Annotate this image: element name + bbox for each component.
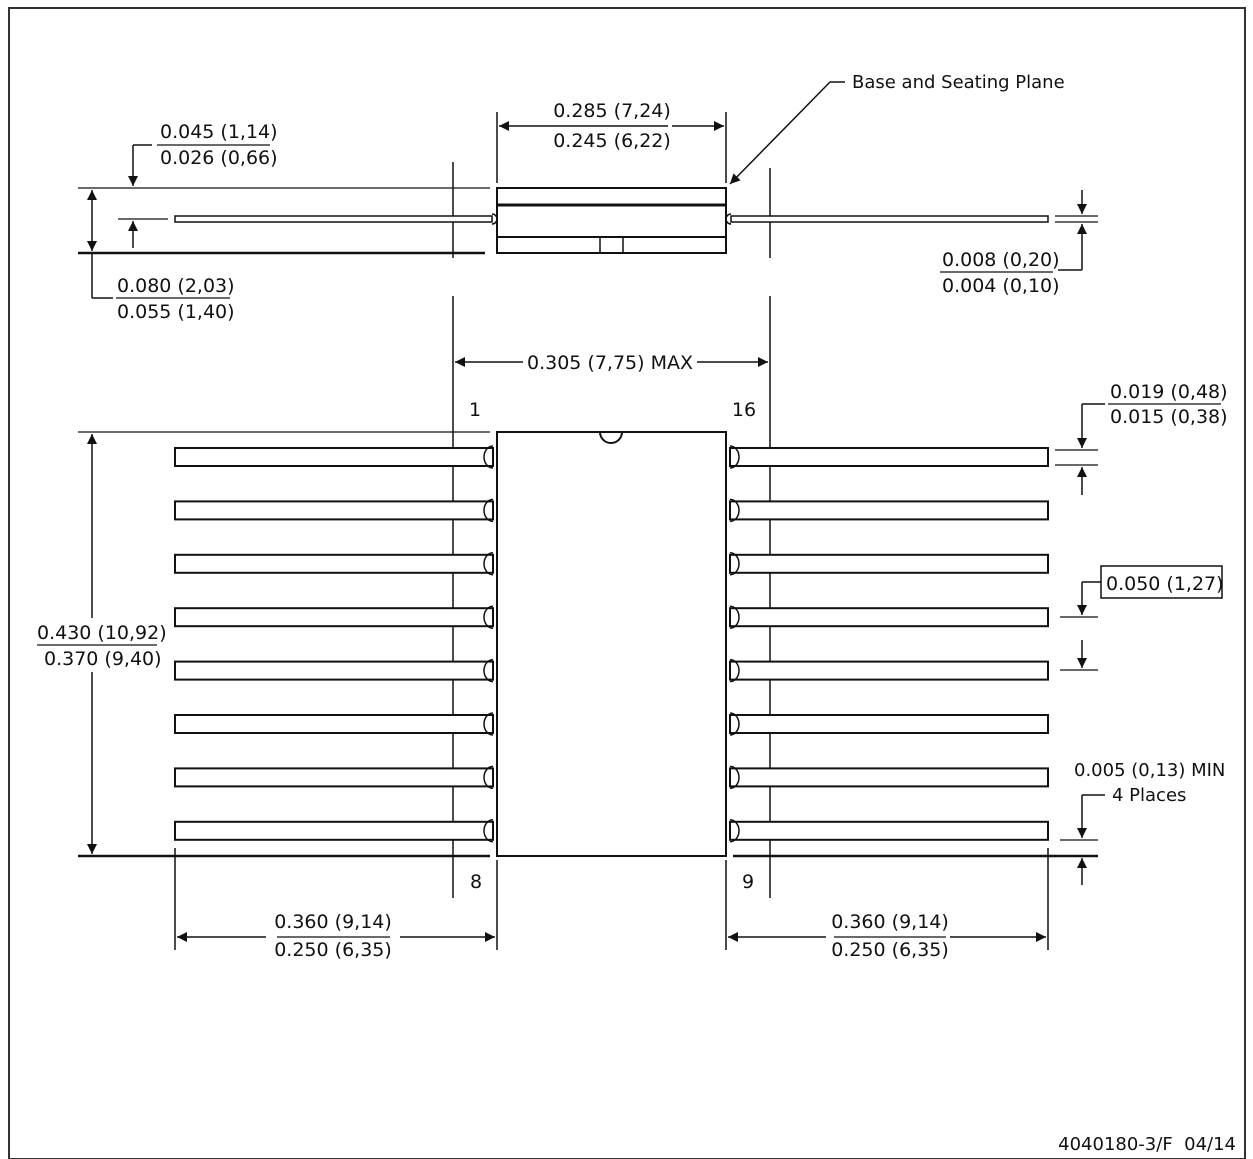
package-length-max: 0.430 (10,92): [37, 622, 167, 644]
drawing-border: [8, 7, 1246, 1159]
body-length-min: 0.245 (6,22): [553, 130, 671, 152]
left-lead-length-min: 0.250 (6,35): [274, 939, 392, 961]
lead-right-13: [729, 607, 1049, 628]
left-lead-length-max: 0.360 (9,14): [274, 911, 392, 933]
side-lead-left: [174, 215, 493, 223]
lead-standoff-max: 0.045 (1,14): [160, 121, 278, 143]
pin-16-label: 16: [732, 399, 756, 421]
lead-right-12: [729, 660, 1049, 681]
lead-left-bend-5: [483, 658, 494, 683]
min-clearance: 0.005 (0,13) MIN: [1074, 760, 1225, 781]
lead-width-max: 0.019 (0,48): [1110, 381, 1228, 403]
plan-view: 0.305 (7,75) MAX 1 16 8 9 0.430 (10,92) …: [34, 296, 1228, 961]
lead-thickness-min: 0.004 (0,10): [942, 275, 1060, 297]
pin-1-notch: [599, 431, 623, 444]
lead-right-bend-10: [729, 765, 740, 790]
lead-left-5: [174, 660, 494, 681]
lead-left-bend-6: [483, 712, 494, 736]
lead-left-bend-8: [483, 819, 494, 843]
lead-left-7: [174, 767, 494, 788]
lead-right-11: [729, 714, 1049, 734]
lead-right-9: [729, 820, 1049, 841]
lead-left-bend-7: [483, 765, 494, 790]
lead-right-bend-16: [729, 445, 740, 469]
package-length-min: 0.370 (9,40): [44, 648, 162, 670]
lead-left-bend-2: [483, 498, 494, 523]
lead-right-10: [729, 767, 1049, 788]
lead-thickness-max: 0.008 (0,20): [942, 249, 1060, 271]
pin-9-label: 9: [742, 871, 754, 893]
lead-pitch-box: [1100, 565, 1223, 599]
right-lead-length-max: 0.360 (9,14): [831, 911, 949, 933]
lead-left-4: [174, 607, 494, 628]
overall-height-min: 0.055 (1,40): [117, 301, 235, 323]
clearance-places: 4 Places: [1112, 785, 1186, 806]
side-body: [496, 187, 727, 254]
drawing-id: 4040180-3/F 04/14: [1058, 1134, 1236, 1155]
lead-right-16: [729, 447, 1049, 467]
lead-right-bend-12: [729, 658, 740, 683]
plan-body: [496, 431, 727, 857]
body-length-max: 0.285 (7,24): [553, 100, 671, 122]
span-max: 0.305 (7,75) MAX: [527, 352, 693, 374]
lead-left-3: [174, 553, 494, 574]
lead-left-bend-1: [483, 445, 494, 469]
side-view: 0.285 (7,24) 0.245 (6,22) Base and Seati…: [78, 72, 1098, 323]
lead-left-1: [174, 447, 494, 467]
lead-left-bend-3: [483, 552, 494, 576]
lead-standoff-min: 0.026 (0,66): [160, 147, 278, 169]
lead-right-15: [729, 500, 1049, 521]
lead-left-6: [174, 714, 494, 734]
lead-right-bend-14: [729, 552, 740, 576]
lead-pitch: 0.050 (1,27): [1106, 573, 1224, 595]
plan-leads: [174, 445, 1049, 843]
seating-plane-label: Base and Seating Plane: [852, 72, 1065, 93]
lead-left-8: [174, 820, 494, 841]
overall-height-max: 0.080 (2,03): [117, 275, 235, 297]
lead-right-14: [729, 553, 1049, 574]
lead-right-bend-15: [729, 498, 740, 523]
lead-right-bend-11: [729, 712, 740, 736]
lead-left-2: [174, 500, 494, 521]
pin-8-label: 8: [470, 871, 482, 893]
lead-left-bend-4: [483, 605, 494, 629]
right-lead-length-min: 0.250 (6,35): [831, 939, 949, 961]
pin-1-label: 1: [469, 399, 481, 421]
lead-width-min: 0.015 (0,38): [1110, 406, 1228, 428]
lead-right-bend-9: [729, 819, 740, 843]
side-lead-right: [730, 215, 1049, 223]
lead-right-bend-13: [729, 605, 740, 629]
